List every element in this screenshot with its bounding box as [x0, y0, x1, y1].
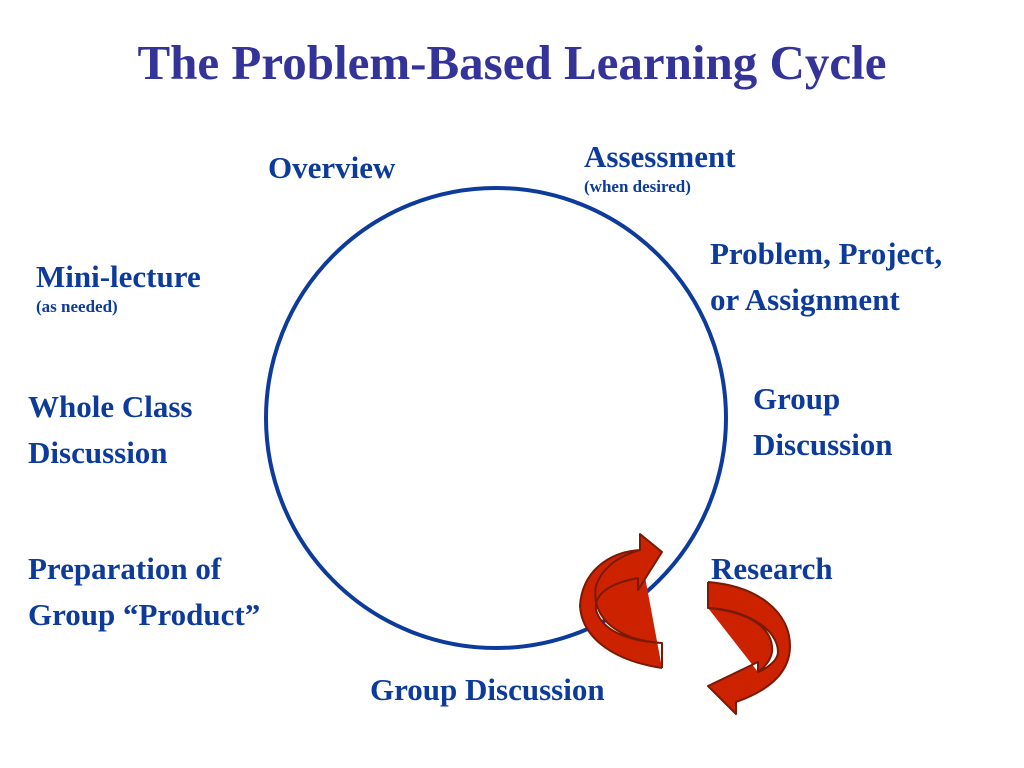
cycle-circle — [264, 186, 728, 650]
stage-group-discussion-right-line1: Group — [753, 381, 841, 416]
stage-group-discussion-right: Group Discussion — [753, 376, 893, 468]
stage-assessment: Assessment (when desired) — [584, 136, 736, 196]
stage-mini-lecture-label: Mini-lecture — [36, 259, 201, 294]
stage-whole-class-line2: Discussion — [28, 435, 168, 470]
stage-problem: Problem, Project, or Assignment — [710, 231, 942, 323]
stage-whole-class: Whole Class Discussion — [28, 384, 193, 476]
stage-preparation-line1: Preparation of — [28, 551, 222, 586]
stage-overview: Overview — [268, 145, 395, 191]
stage-problem-line2: or Assignment — [710, 282, 900, 317]
stage-research: Research — [711, 546, 833, 592]
stage-research-label: Research — [711, 551, 833, 586]
curved-arrow-up-icon — [579, 533, 663, 669]
stage-mini-lecture-note: (as needed) — [36, 297, 118, 316]
stage-assessment-note: (when desired) — [584, 177, 691, 196]
stage-whole-class-line1: Whole Class — [28, 389, 193, 424]
stage-group-discussion-right-line2: Discussion — [753, 427, 893, 462]
stage-group-discussion-bottom: Group Discussion — [370, 667, 605, 713]
curved-arrow-down-icon — [707, 581, 791, 715]
stage-mini-lecture: Mini-lecture (as needed) — [36, 256, 201, 316]
stage-preparation-line2: Group “Product” — [28, 597, 261, 632]
stage-group-discussion-bottom-label: Group Discussion — [370, 672, 605, 707]
stage-problem-line1: Problem, Project, — [710, 236, 943, 271]
stage-overview-label: Overview — [268, 150, 396, 185]
stage-assessment-label: Assessment — [584, 139, 736, 174]
slide-title: The Problem-Based Learning Cycle — [137, 35, 887, 90]
stage-preparation: Preparation of Group “Product” — [28, 546, 260, 638]
